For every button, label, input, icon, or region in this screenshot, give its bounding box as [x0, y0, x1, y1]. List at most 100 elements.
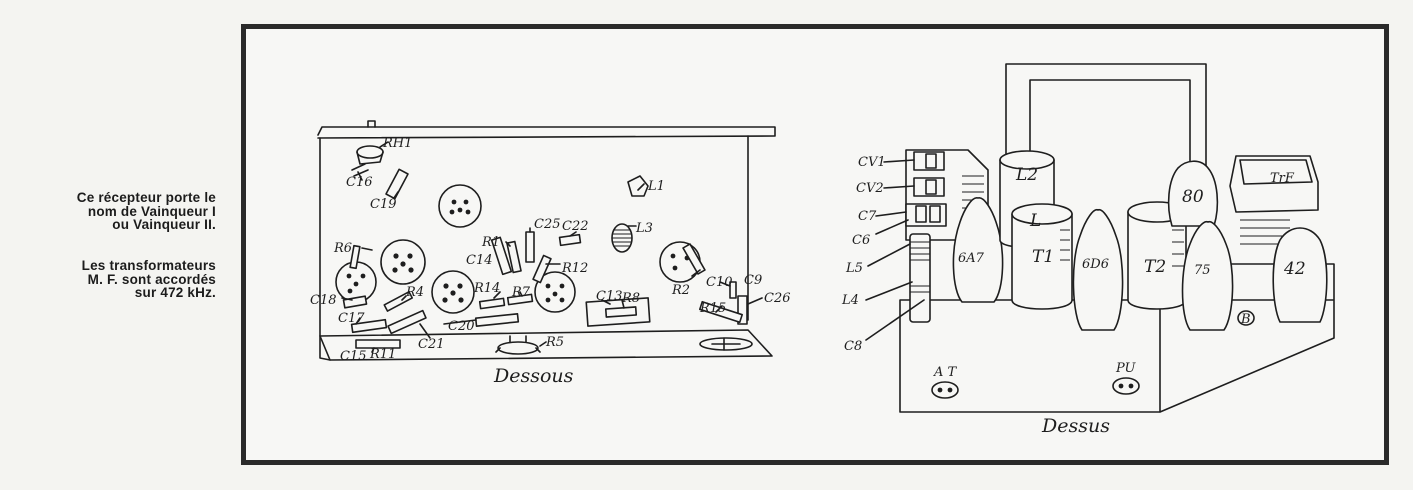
tube-75 [1181, 220, 1234, 331]
tube-6d6 [1072, 209, 1124, 331]
label-c7: C7 [858, 209, 877, 224]
top-view-title: Dessus [1041, 415, 1110, 437]
caption-line: ou Vainqueur II. [112, 217, 216, 232]
chassis-left-side [319, 137, 331, 361]
potentiometer-rh1-base [356, 151, 384, 165]
resistor-r15 [698, 300, 744, 324]
caption-transformers: Les transformateurs M. F. sont accordés … [14, 259, 216, 300]
terminal-lug [699, 337, 753, 351]
label-l: L [1029, 211, 1041, 231]
caption-line: Ce récepteur porte le [76, 190, 216, 205]
label-l2: L2 [1015, 165, 1038, 185]
tube-socket-4 [335, 261, 377, 303]
label-r4: R4 [405, 285, 424, 300]
label-l3: L3 [635, 221, 653, 236]
label-r1: R1 [481, 235, 500, 250]
label-6d6: 6D6 [1082, 257, 1109, 272]
label-rh1: RH1 [382, 136, 412, 151]
caption-line: M. F. sont accordés [87, 271, 216, 287]
output-transformer [1229, 155, 1319, 213]
tube-socket-2 [380, 239, 426, 285]
capacitor-c20 [474, 313, 520, 327]
label-r2: R2 [671, 283, 690, 298]
label-c9: C9 [744, 273, 762, 288]
label-c20: C20 [448, 319, 475, 334]
top-screw [367, 120, 376, 128]
chassis-bottom-fold [319, 329, 773, 361]
label-c16: C16 [346, 175, 373, 190]
chassis-diagram: RH1 C16 C19 L1 L3 C22 C25 R1 C14 R12 R6 … [310, 63, 1335, 437]
capacitor-c16 [351, 163, 369, 177]
label-l4: L4 [841, 293, 859, 308]
power-transformer-frame [1005, 63, 1207, 171]
capacitor-c19 [385, 168, 409, 200]
caption-line: sur 472 kHz. [134, 285, 216, 300]
underside-view: RH1 C16 C19 L1 L3 C22 C25 R1 C14 R12 R6 … [310, 120, 791, 387]
caption-receiver-name: Ce récepteur porte le nom de Vainqueur I… [14, 191, 216, 232]
resistor-r1 [490, 236, 513, 276]
label-c8: C8 [844, 339, 862, 354]
coil-l1 [627, 175, 649, 197]
underside-title: Dessous [493, 365, 574, 387]
tube-80 [1167, 160, 1219, 227]
capacitor-c15-r11 [355, 339, 401, 349]
leader-line [865, 159, 925, 341]
coil-l4-l5 [909, 233, 931, 323]
tube-6a7 [952, 197, 1004, 303]
label-cv1: CV1 [858, 155, 886, 170]
trimmer-c7-c6 [905, 203, 947, 227]
can-t2 [1127, 201, 1187, 310]
label-r5: R5 [545, 335, 564, 350]
capacitor-c25 [525, 231, 535, 263]
badge-b-letter: B [1240, 312, 1251, 327]
resistor-r6 [349, 244, 361, 270]
label-c25: C25 [534, 217, 561, 232]
tube-socket-5 [534, 271, 576, 313]
tube-socket-1 [438, 184, 482, 228]
label-trf: TrF [1270, 171, 1295, 186]
caption-line: nom de Vainqueur I [87, 203, 216, 219]
label-c10: C10 [706, 275, 733, 290]
jack-at [931, 381, 959, 399]
resistor-r5 [495, 335, 541, 355]
label-75: 75 [1194, 263, 1211, 278]
leader-line [341, 141, 763, 353]
capacitor-c14 [506, 240, 522, 274]
label-r15: R15 [699, 301, 726, 316]
label-r6: R6 [333, 241, 352, 256]
label-c13: C13 [596, 289, 623, 304]
label-t1: T1 [1032, 247, 1054, 267]
label-c15: C15 [340, 349, 367, 364]
label-c17: C17 [338, 311, 365, 326]
chassis-top-rail [317, 126, 776, 139]
label-at: A T [933, 365, 958, 380]
label-t2: T2 [1144, 257, 1166, 277]
tube-42 [1272, 227, 1328, 323]
label-l5: L5 [845, 261, 863, 276]
resistor-r14 [478, 297, 506, 310]
label-cv2: CV2 [856, 181, 884, 196]
label-l1: L1 [647, 179, 665, 194]
label-80: 80 [1182, 187, 1204, 207]
capacitor-c26 [737, 295, 748, 325]
trimmer-cv2 [913, 177, 945, 197]
label-r7: R7 [511, 285, 531, 300]
trimmer-cv1 [913, 151, 945, 171]
caption-line: Les transformateurs [81, 258, 216, 273]
label-6a7: 6A7 [958, 251, 985, 266]
capacitor-c10 [682, 243, 706, 275]
resistor-r8 [604, 306, 638, 318]
output-transformer-inner [1239, 159, 1313, 185]
label-r8: R8 [621, 291, 640, 306]
label-c6: C6 [852, 233, 870, 248]
jack-pu [1112, 377, 1140, 395]
label-pu: PU [1115, 361, 1137, 376]
label-42: 42 [1283, 259, 1306, 279]
label-r12: R12 [561, 261, 588, 276]
capacitor-c17 [350, 318, 388, 334]
label-c26: C26 [764, 291, 791, 306]
label-r14: R14 [473, 281, 500, 296]
label-c14: C14 [466, 253, 493, 268]
resistor-r12 [532, 254, 552, 284]
badge-b [1237, 310, 1255, 326]
